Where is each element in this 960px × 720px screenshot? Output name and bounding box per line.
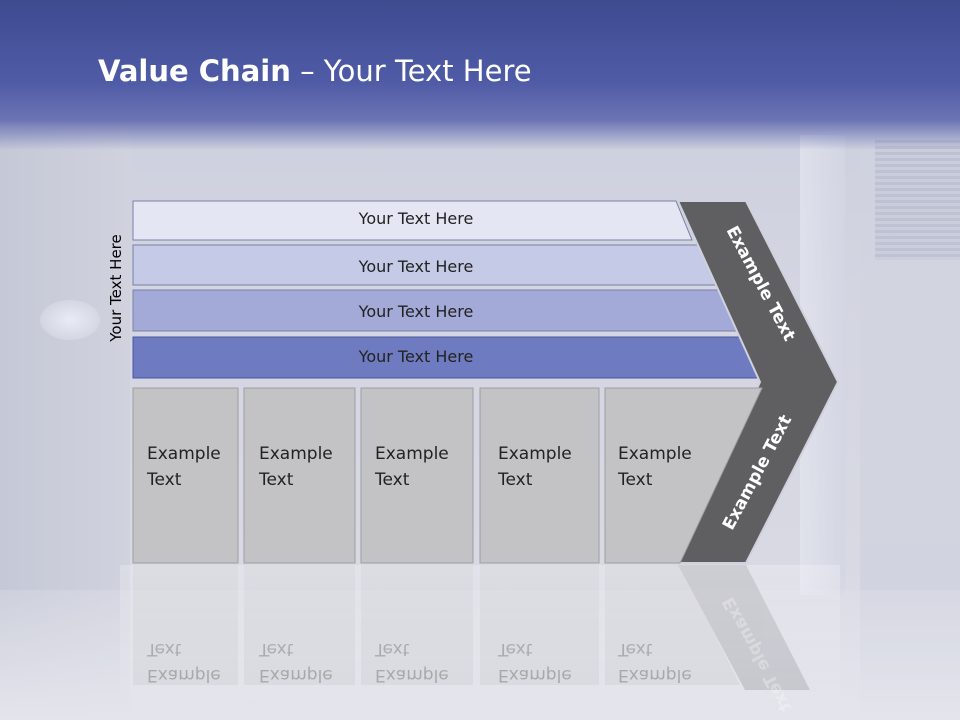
box-2-line1: Example xyxy=(259,444,333,464)
band-1-label: Your Text Here xyxy=(358,209,474,228)
chevron-shape xyxy=(676,200,840,564)
box-1 xyxy=(132,387,239,564)
title-bar: Value Chain – Your Text Here xyxy=(0,0,960,150)
bands-group: Your Text Here Your Text Here Your Text … xyxy=(132,200,765,379)
boxes-group: Example Text Example Text Example Text E… xyxy=(132,387,763,564)
box-5-line1: Example xyxy=(618,444,692,464)
box-3-line2: Text xyxy=(374,470,410,490)
chevron-group: Example Text Example Text xyxy=(676,200,840,564)
box-2-line2: Text xyxy=(258,470,294,490)
title-rest: – Your Text Here xyxy=(290,54,532,88)
box-4-line1: Example xyxy=(498,444,572,464)
box-5-line2: Text xyxy=(617,470,653,490)
box-3 xyxy=(360,387,474,564)
box-1-line2: Text xyxy=(146,470,182,490)
box-2 xyxy=(243,387,356,564)
box-4 xyxy=(479,387,600,564)
slide-title: Value Chain – Your Text Here xyxy=(98,54,532,88)
band-3-label: Your Text Here xyxy=(358,302,474,321)
box-3-line1: Example xyxy=(375,444,449,464)
box-4-line2: Text xyxy=(497,470,533,490)
title-bold: Value Chain xyxy=(98,54,291,88)
band-1-shape xyxy=(132,200,693,241)
reflection-fade xyxy=(120,565,840,720)
band-2-label: Your Text Here xyxy=(358,257,474,276)
box-1-line1: Example xyxy=(147,444,221,464)
band-4-label: Your Text Here xyxy=(358,347,474,366)
box-5 xyxy=(604,387,763,564)
